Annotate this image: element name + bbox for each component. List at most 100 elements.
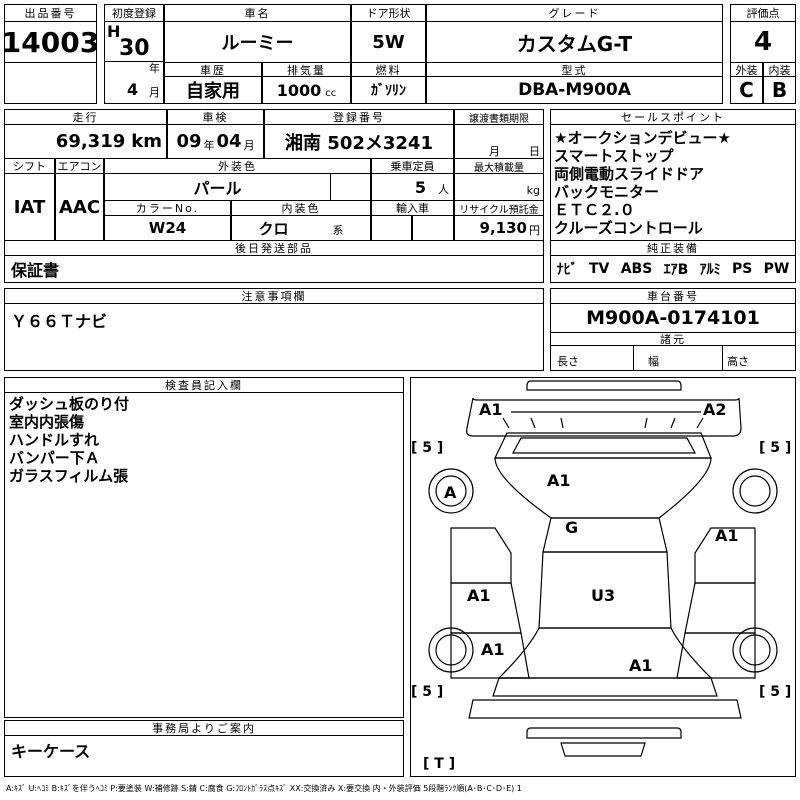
door-type: 5W — [351, 21, 426, 63]
import-box-1 — [371, 215, 412, 241]
year-unit: 年 — [149, 62, 160, 75]
recycle-label: リサイクル預託金 — [454, 200, 544, 216]
cc-unit: cc — [325, 87, 337, 99]
era: H — [107, 22, 121, 41]
history: 自家用 — [164, 76, 262, 104]
mileage-label: 走行 — [4, 109, 167, 125]
equipment-box: ﾅﾋﾞ TV ABS ｴｱB ｱﾙﾐ PS PW — [550, 255, 796, 283]
sales-point: クルーズコントロール — [554, 219, 703, 237]
equipment-item: ｱﾙﾐ — [699, 262, 721, 278]
sales-point: ★オークションデビュー★ — [554, 129, 731, 147]
car-outline-icon — [428, 380, 778, 757]
lot-blank — [4, 62, 97, 104]
import-box-2 — [412, 215, 454, 241]
equipment-item: ﾅﾋﾞ — [556, 262, 578, 278]
insp-month: 04 — [216, 131, 242, 152]
chassis-number: M900A-0174101 — [550, 303, 796, 333]
sales-point: ＥＴＣ２.０ — [554, 201, 635, 219]
damage-mark: A1 — [629, 656, 653, 675]
seats-unit: 人 — [438, 183, 449, 196]
score: 4 — [730, 21, 796, 63]
load-unit: kg — [526, 183, 540, 197]
office-label: 事務局よりご案内 — [4, 720, 404, 736]
equipment-label: 純正装備 — [550, 240, 796, 256]
grade: カスタムG-T — [426, 21, 723, 63]
month-unit: 月 — [149, 86, 160, 99]
insp-month-unit: 月 — [243, 138, 255, 152]
height-box: 高さ — [722, 345, 796, 371]
displacement: 1000 — [276, 80, 322, 100]
lot-label: 出品番号 — [4, 4, 97, 22]
transfer-box: 月 日 — [454, 124, 544, 159]
width-box: 幅 — [633, 345, 723, 371]
height-label: 高さ — [727, 355, 749, 368]
displacement-label: 排気量 — [262, 62, 351, 77]
yen-unit: 円 — [529, 224, 540, 237]
damage-mark: A1 — [715, 526, 739, 545]
later-items-label: 後日発送部品 — [4, 240, 544, 256]
inspection-label: 車検 — [167, 109, 264, 125]
damage-mark: A2 — [703, 400, 727, 419]
damage-mark: A1 — [547, 471, 571, 490]
seats-label: 乗車定員 — [371, 158, 454, 174]
inspector-line: バンパー下Ａ — [9, 449, 100, 467]
dims-label: 諸元 — [550, 332, 796, 346]
length-label: 長さ — [557, 355, 579, 368]
int-color-box: クロ 系 — [231, 215, 371, 241]
inspector-line: 室内内張傷 — [9, 413, 85, 431]
int-color-label: 内装色 — [231, 200, 371, 216]
color-no-label: カラーNo. — [104, 200, 231, 216]
legend: A:ｷｽﾞ U:ﾍｺﾐ B:ｷｽﾞを伴うﾍｺﾐ P:要塗装 W:補修跡 S:錆 … — [6, 784, 522, 793]
tire-fl: [ 5 ] — [411, 440, 444, 456]
color-label: 外装色 — [104, 158, 371, 174]
load-box: kg — [454, 173, 544, 201]
fuel: ｶﾞｿﾘﾝ — [351, 76, 426, 104]
notes-box: Ｙ６６Ｔナビ — [4, 303, 544, 371]
int-grade: B — [763, 76, 796, 104]
notes-text: Ｙ６６Ｔナビ — [11, 312, 108, 331]
length-box: 長さ — [550, 345, 634, 371]
history-label: 車歴 — [164, 62, 262, 77]
transfer-month: 月 — [489, 145, 500, 158]
tire-rl: [ 5 ] — [411, 684, 444, 700]
office-text: キーケース — [11, 742, 91, 761]
load-label: 最大積載量 — [454, 158, 544, 174]
inspector-label: 検査員記入欄 — [4, 377, 404, 393]
ext-label: 外装 — [730, 62, 763, 77]
grade-label: グレード — [426, 4, 723, 22]
transfer-label: 譲渡書類期限 — [454, 109, 544, 125]
sales-point: バックモニター — [554, 183, 660, 201]
seats: 5 — [414, 177, 426, 197]
width-label: 幅 — [648, 355, 659, 368]
divider — [104, 61, 164, 62]
car-name-label: 車名 — [164, 4, 351, 22]
lot-number: 14003 — [4, 21, 97, 63]
inspector-box: ダッシュ板のり付 室内内張傷 ハンドルすれ バンパー下Ａ ガラスフィルム張 — [4, 392, 404, 718]
chassis-label: 車台番号 — [550, 288, 796, 304]
int-color-unit: 系 — [332, 224, 344, 237]
color-no: W24 — [104, 215, 231, 241]
equipment-item: ABS — [620, 261, 653, 277]
spare-tire: [ T ] — [423, 756, 456, 772]
model-label: 型式 — [426, 62, 723, 77]
door-label: ドア形状 — [351, 4, 426, 22]
damage-mark: U3 — [591, 586, 616, 605]
ext-grade: C — [730, 76, 763, 104]
plate-label: 登録番号 — [264, 109, 454, 125]
displacement-box: 1000 cc — [262, 76, 351, 104]
first-reg-box: H 30 年 4 月 — [104, 21, 164, 104]
damage-mark: A — [444, 483, 457, 502]
ac-label: エアコン — [55, 158, 104, 174]
tire-fr: [ 5 ] — [759, 440, 792, 456]
damage-mark: A1 — [479, 400, 503, 419]
color: パール — [104, 173, 331, 201]
score-label: 評価点 — [730, 4, 796, 22]
inspection-box: 09 年 04 月 — [167, 124, 264, 159]
reg-year: 30 — [119, 36, 150, 61]
shift-label: シフト — [4, 158, 55, 174]
tire-rr: [ 5 ] — [759, 684, 792, 700]
recycle: 9,130 — [479, 219, 527, 237]
sales-points-box: ★オークションデビュー★ スマートストップ 両側電動スライドドア バックモニター… — [550, 124, 796, 241]
fuel-label: 燃料 — [351, 62, 426, 77]
damage-diagram: A1 A2 A1 A G A1 A1 U3 A1 A1 [ 5 ] [ 5 ] … — [410, 377, 796, 777]
